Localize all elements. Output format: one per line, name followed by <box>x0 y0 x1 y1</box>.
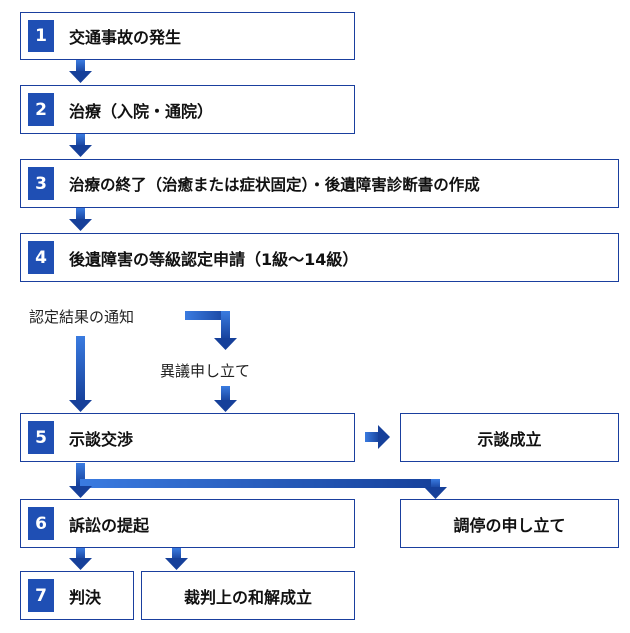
step-5: 5 示談交渉 <box>20 413 355 462</box>
arrow-objection-5 <box>214 386 237 412</box>
step-label: 治療（入院・通院） <box>69 101 214 121</box>
step-number: 5 <box>28 421 54 454</box>
arrow-6-court-settlement <box>165 548 188 570</box>
step-6: 6 訴訟の提起 <box>20 499 355 548</box>
step-label: 判決 <box>69 587 102 607</box>
arrow-5-settlement <box>365 425 390 449</box>
arrow-3-4 <box>69 208 92 231</box>
step-number: 2 <box>28 93 54 126</box>
step-number: 4 <box>28 241 54 274</box>
step-1: 1 交通事故の発生 <box>20 12 355 60</box>
court-settlement-label: 裁判上の和解成立 <box>183 587 312 607</box>
arrow-notice-objection <box>185 311 237 350</box>
mediation-box: 調停の申し立て <box>400 499 619 548</box>
arrow-notice-5 <box>69 336 92 412</box>
step-3: 3 治療の終了（治癒または症状固定）・後遺障害診断書の作成 <box>20 159 619 208</box>
step-label: 交通事故の発生 <box>69 28 182 47</box>
step-label: 治療の終了（治癒または症状固定）・後遺障害診断書の作成 <box>69 175 480 194</box>
step-number: 7 <box>28 579 54 612</box>
arrow-6-7 <box>69 548 92 570</box>
arrow-5-branch <box>69 463 447 499</box>
step-number: 6 <box>28 507 54 540</box>
step-label: 後遺障害の等級認定申請（1級～14級） <box>69 249 359 269</box>
step-number: 3 <box>28 167 54 200</box>
arrow-1-2 <box>69 60 92 83</box>
objection-label: 異議申し立て <box>160 362 251 380</box>
step-number: 1 <box>28 20 54 52</box>
settlement-box: 示談成立 <box>400 413 619 462</box>
step-label: 示談交渉 <box>69 429 134 449</box>
step-4: 4 後遺障害の等級認定申請（1級～14級） <box>20 233 619 282</box>
step-label: 訴訟の提起 <box>69 515 150 535</box>
step-7: 7 判決 <box>20 571 134 620</box>
court-settlement-box: 裁判上の和解成立 <box>141 571 355 620</box>
arrow-2-3 <box>69 134 92 157</box>
step-2: 2 治療（入院・通院） <box>20 85 355 134</box>
settlement-label: 示談成立 <box>477 429 542 449</box>
notice-label: 認定結果の通知 <box>29 308 135 326</box>
mediation-label: 調停の申し立て <box>453 515 566 535</box>
